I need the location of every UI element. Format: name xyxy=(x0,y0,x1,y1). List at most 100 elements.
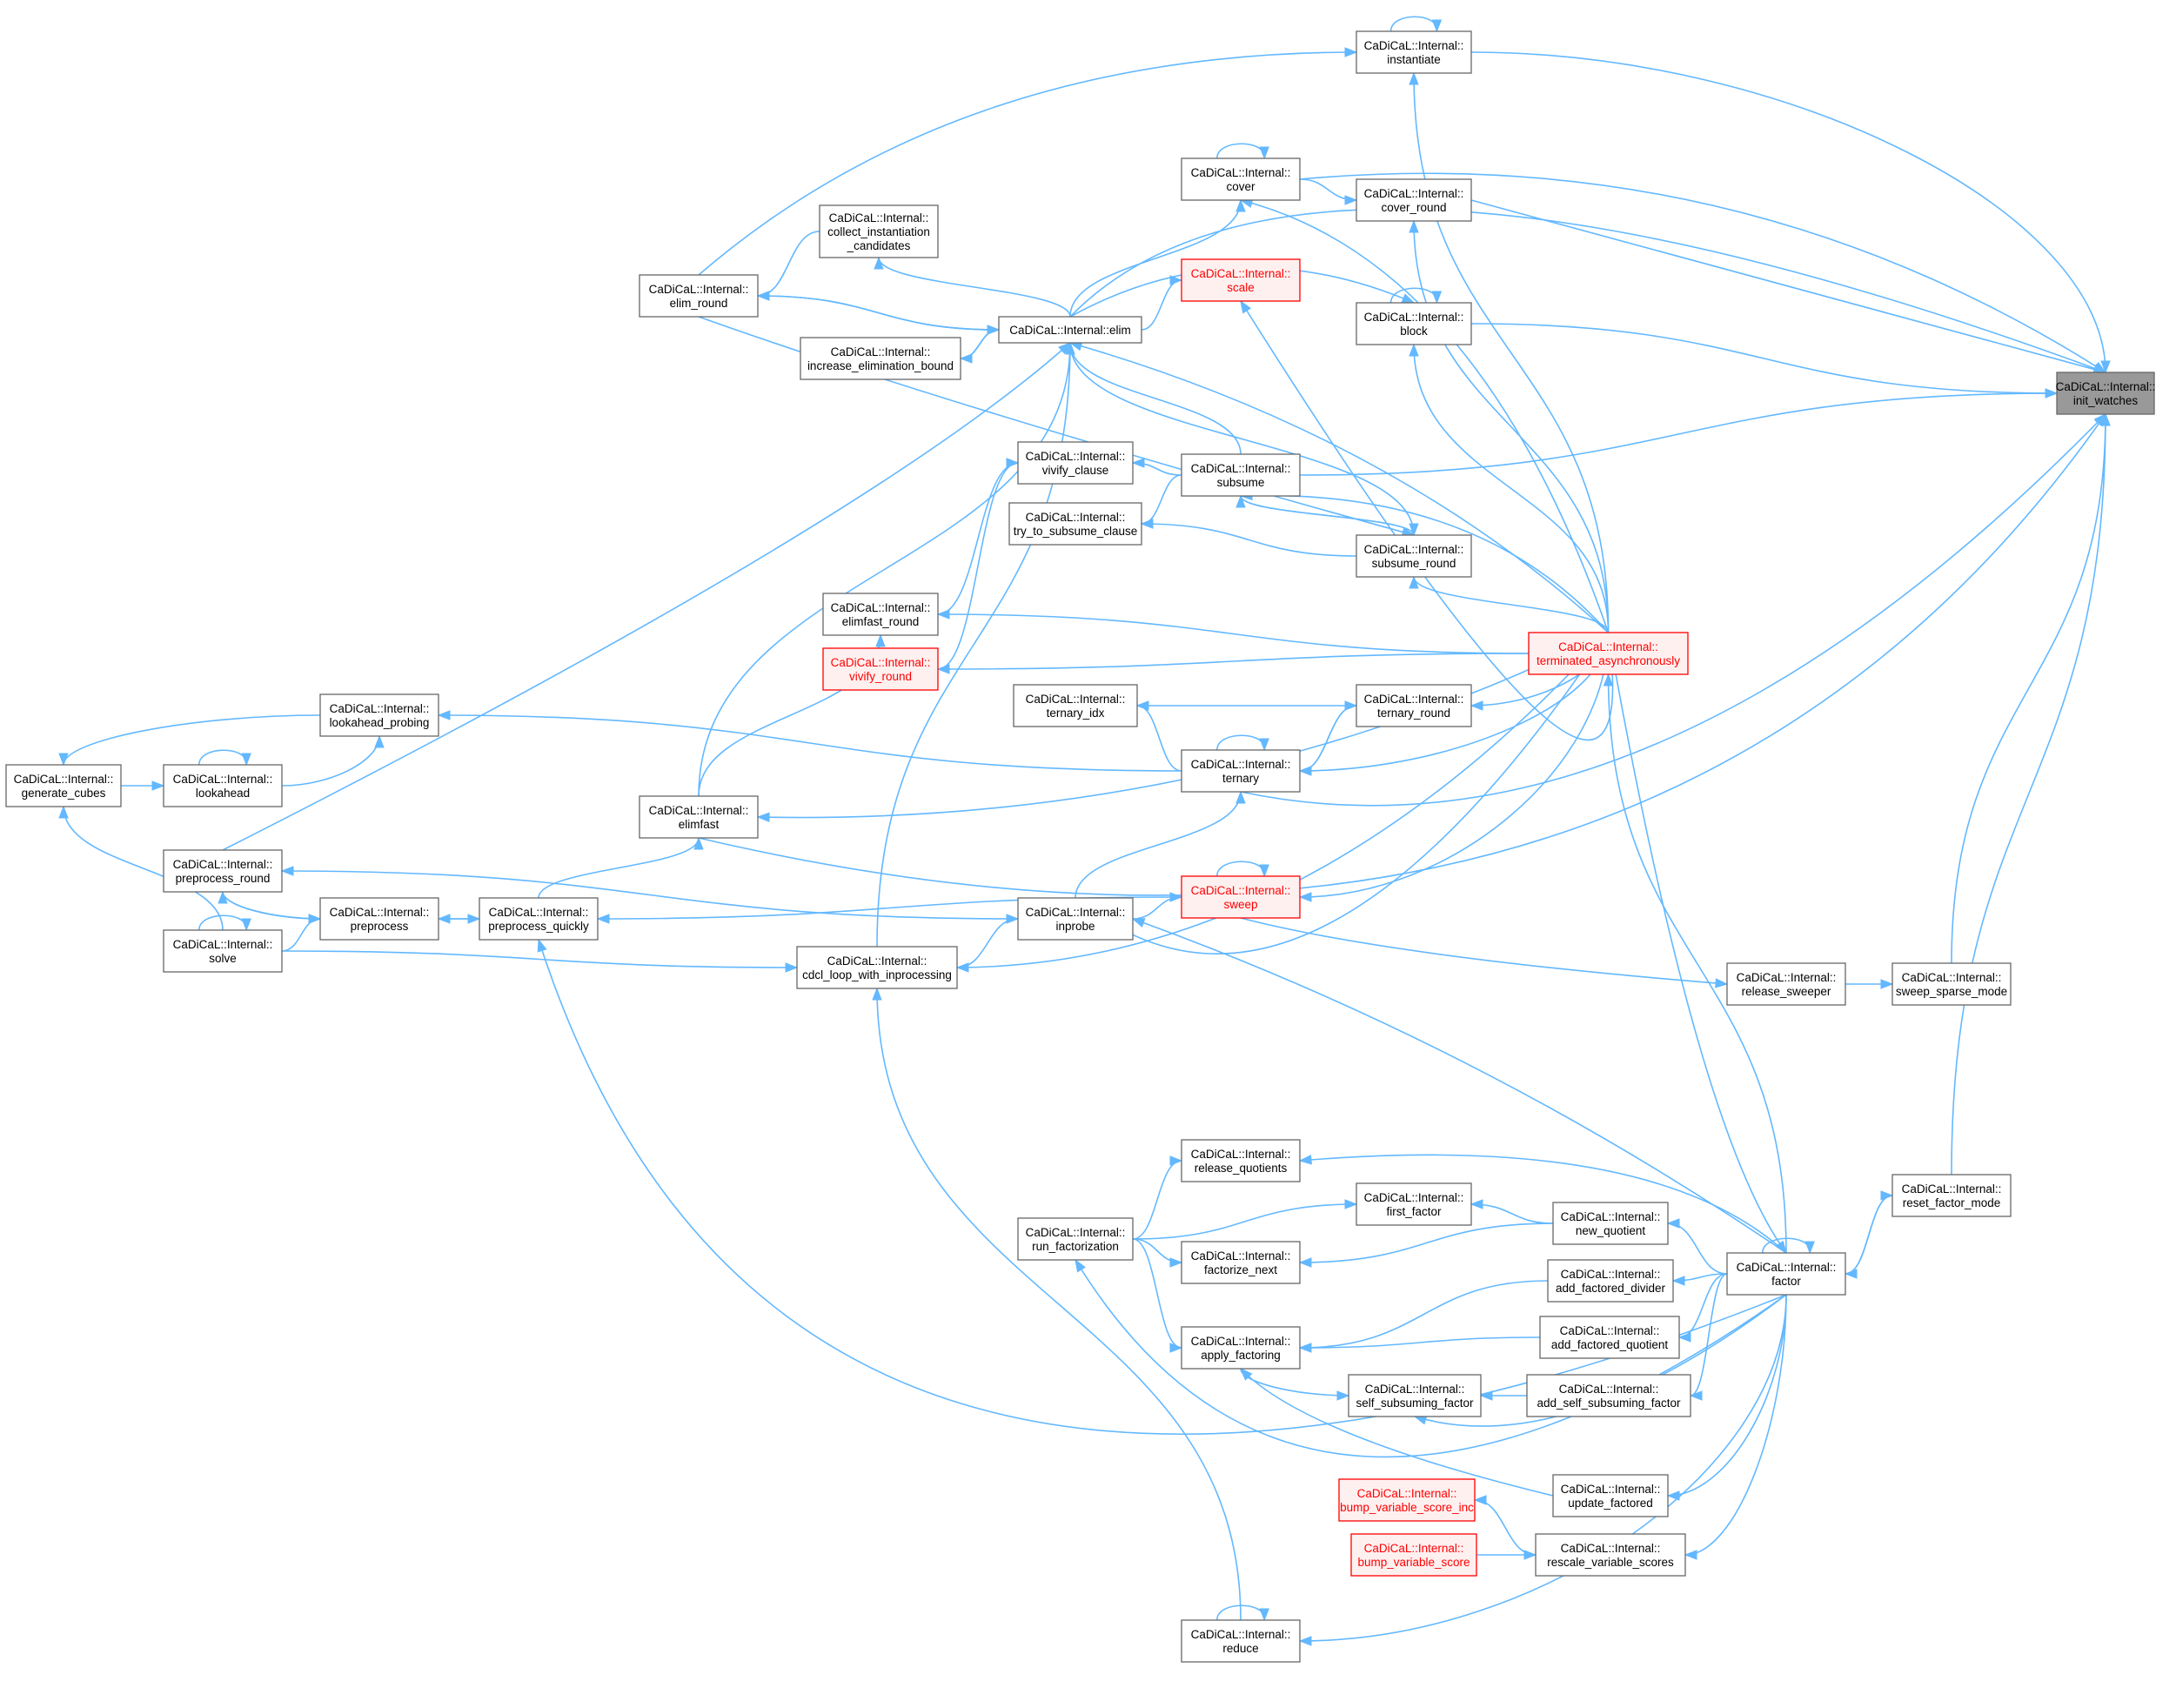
arrowhead xyxy=(596,914,610,924)
graph-node-inprobe[interactable]: CaDiCaL::Internal::inprobe xyxy=(1017,897,1134,941)
graph-node-reduce[interactable]: CaDiCaL::Internal::reduce xyxy=(1181,1619,1301,1663)
graph-node-scale[interactable]: CaDiCaL::Internal::scale xyxy=(1181,258,1301,302)
graph-node-solve[interactable]: CaDiCaL::Internal::solve xyxy=(163,929,283,973)
arrowhead xyxy=(1058,342,1072,355)
graph-node-sweep[interactable]: CaDiCaL::Internal::sweep xyxy=(1181,875,1301,919)
graph-node-rescale[interactable]: CaDiCaL::Internal::rescale_variable_scor… xyxy=(1535,1533,1686,1577)
node-box xyxy=(1547,1259,1674,1303)
node-box xyxy=(639,274,759,318)
node-label-line: CaDiCaL::Internal:: xyxy=(1737,1261,1837,1274)
node-label-line: ternary_round xyxy=(1377,707,1450,720)
node-label-line: CaDiCaL::Internal:: xyxy=(1561,1542,1661,1555)
node-label-line: release_quotients xyxy=(1195,1162,1288,1175)
call-edge-lookahead-to-lookahead xyxy=(198,749,251,767)
node-label-line: instantiate xyxy=(1387,53,1441,66)
graph-node-cover-round[interactable]: CaDiCaL::Internal::cover_round xyxy=(1356,178,1472,222)
arrowhead xyxy=(241,918,251,932)
arrowhead xyxy=(1135,700,1149,711)
node-box xyxy=(1356,1182,1472,1226)
graph-node-ternary[interactable]: CaDiCaL::Internal::ternary xyxy=(1181,749,1301,793)
call-edge-cover-to-cover_round xyxy=(1299,178,1358,205)
arrowhead xyxy=(1666,1490,1680,1501)
call-edge-run_factorization-to-apply_factoring xyxy=(1132,1238,1183,1353)
call-edge-vivify_round-to-vivify_clause xyxy=(937,458,1020,670)
graph-node-vivify-round[interactable]: CaDiCaL::Internal::vivify_round xyxy=(822,647,939,691)
graph-node-cover[interactable]: CaDiCaL::Internal::cover xyxy=(1181,157,1301,201)
arrowhead xyxy=(1240,299,1252,314)
arrowhead xyxy=(280,866,294,876)
graph-node-first-factor[interactable]: CaDiCaL::Internal::first_factor xyxy=(1356,1182,1472,1226)
graph-node-elim[interactable]: CaDiCaL::Internal::elim xyxy=(998,316,1142,344)
graph-node-try-subsume[interactable]: CaDiCaL::Internal::try_to_subsume_clause xyxy=(1008,502,1142,546)
arrowhead xyxy=(1470,1199,1483,1209)
graph-node-subsume-round[interactable]: CaDiCaL::Internal::subsume_round xyxy=(1356,534,1472,578)
node-label-line: CaDiCaL::Internal::elim xyxy=(1009,324,1131,337)
call-edge-factor-to-add_factored_quotient xyxy=(1677,1273,1728,1343)
graph-node-factor[interactable]: CaDiCaL::Internal::factor xyxy=(1726,1252,1846,1296)
node-box xyxy=(1726,1252,1846,1296)
graph-node-elim-round[interactable]: CaDiCaL::Internal::elim_round xyxy=(639,274,759,318)
arrowhead xyxy=(1006,914,1020,924)
graph-node-cdcl-loop[interactable]: CaDiCaL::Internal::cdcl_loop_with_inproc… xyxy=(796,946,958,989)
graph-node-bump-inc[interactable]: CaDiCaL::Internal::bump_variable_score_i… xyxy=(1338,1478,1476,1522)
graph-node-lookahead[interactable]: CaDiCaL::Internal::lookahead xyxy=(163,764,283,807)
graph-node-preprocess[interactable]: CaDiCaL::Internal::preprocess xyxy=(319,897,439,941)
node-label-line: CaDiCaL::Internal:: xyxy=(1026,906,1126,919)
call-edge-factor-to-reduce xyxy=(1298,1294,1787,1646)
graph-node-init-watches[interactable]: CaDiCaL::Internal::init_watches xyxy=(2056,372,2156,415)
graph-node-release-sweeper[interactable]: CaDiCaL::Internal::release_sweeper xyxy=(1726,962,1846,1006)
graph-node-preprocess-round[interactable]: CaDiCaL::Internal::preprocess_round xyxy=(163,849,283,893)
graph-node-release-quotients[interactable]: CaDiCaL::Internal::release_quotients xyxy=(1181,1139,1301,1182)
call-edge-preprocess_round-to-elim xyxy=(222,342,1072,851)
graph-node-new-quotient[interactable]: CaDiCaL::Internal::new_quotient xyxy=(1552,1202,1669,1245)
graph-node-collect-inst[interactable]: CaDiCaL::Internal::collect_instantiation… xyxy=(819,204,939,258)
graph-node-elimfast-round[interactable]: CaDiCaL::Internal::elimfast_round xyxy=(822,593,939,636)
node-label-line: self_subsuming_factor xyxy=(1356,1397,1474,1410)
node-box xyxy=(1891,962,2012,1006)
node-box xyxy=(163,849,283,893)
arrowhead xyxy=(1006,458,1020,468)
arrowhead xyxy=(1344,195,1358,205)
call-edge-instantiate-to-init_watches xyxy=(1470,51,2111,374)
node-label-line: bump_variable_score xyxy=(1357,1556,1470,1569)
graph-node-ternary-idx[interactable]: CaDiCaL::Internal::ternary_idx xyxy=(1013,684,1138,727)
arrowhead xyxy=(1169,1155,1183,1166)
graph-node-apply-factoring[interactable]: CaDiCaL::Internal::apply_factoring xyxy=(1181,1326,1301,1370)
graph-node-sweep-sparse-mode[interactable]: CaDiCaL::Internal::sweep_sparse_mode xyxy=(1891,962,2012,1006)
graph-node-update-factored[interactable]: CaDiCaL::Internal::update_factored xyxy=(1552,1474,1669,1517)
graph-node-subsume[interactable]: CaDiCaL::Internal::subsume xyxy=(1181,453,1301,497)
graph-node-term-async[interactable]: CaDiCaL::Internal::terminated_asynchrono… xyxy=(1528,632,1689,675)
graph-node-run-factorization[interactable]: CaDiCaL::Internal::run_factorization xyxy=(1017,1217,1134,1261)
call-edge-factor-to-release_quotients xyxy=(1298,1154,1787,1254)
graph-node-preprocess-quickly[interactable]: CaDiCaL::Internal::preprocess_quickly xyxy=(479,897,599,941)
graph-node-generate-cubes[interactable]: CaDiCaL::Internal::generate_cubes xyxy=(5,764,122,807)
graph-node-bump-score[interactable]: CaDiCaL::Internal::bump_variable_score xyxy=(1350,1533,1477,1577)
node-box xyxy=(1539,1316,1680,1359)
graph-node-incr-elim[interactable]: CaDiCaL::Internal::increase_elimination_… xyxy=(800,337,961,380)
graph-node-self-subsuming-factor[interactable]: CaDiCaL::Internal::self_subsuming_factor xyxy=(1348,1374,1482,1417)
graph-node-factorize-next[interactable]: CaDiCaL::Internal::factorize_next xyxy=(1181,1241,1301,1284)
graph-node-instantiate[interactable]: CaDiCaL::Internal::instantiate xyxy=(1356,30,1472,74)
graph-node-reset-factor-mode[interactable]: CaDiCaL::Internal::reset_factor_mode xyxy=(1891,1174,2012,1217)
graph-node-vivify-clause[interactable]: CaDiCaL::Internal::vivify_clause xyxy=(1017,441,1134,485)
node-label-line: preprocess_quickly xyxy=(488,920,589,933)
node-box xyxy=(1181,258,1301,302)
node-label-line: sweep xyxy=(1223,898,1257,911)
node-label-line: CaDiCaL::Internal:: xyxy=(14,773,114,786)
call-edge-cover_round-to-init_watches xyxy=(1470,199,2107,374)
arrowhead xyxy=(2045,388,2059,399)
arrowhead xyxy=(1131,918,1146,928)
graph-node-block[interactable]: CaDiCaL::Internal::block xyxy=(1356,302,1472,345)
graph-node-add-factored-quotient[interactable]: CaDiCaL::Internal::add_factored_quotient xyxy=(1539,1316,1680,1359)
call-edge-inprobe-to-ternary xyxy=(1075,790,1246,899)
graph-node-ternary-round[interactable]: CaDiCaL::Internal::ternary_round xyxy=(1356,684,1472,727)
call-edge-sweep-to-sweep xyxy=(1216,861,1269,878)
arrowhead xyxy=(872,987,882,1001)
node-label-line: solve xyxy=(209,952,237,965)
graph-node-add-factored-divider[interactable]: CaDiCaL::Internal::add_factored_divider xyxy=(1547,1259,1674,1303)
arrowhead xyxy=(1409,219,1419,233)
graph-node-elimfast[interactable]: CaDiCaL::Internal::elimfast xyxy=(639,795,759,839)
graph-node-lookahead-probing[interactable]: CaDiCaL::Internal::lookahead_probing xyxy=(319,693,439,737)
node-label-line: CaDiCaL::Internal:: xyxy=(330,906,430,919)
graph-node-add-self-subsuming-factor[interactable]: CaDiCaL::Internal::add_self_subsuming_fa… xyxy=(1526,1374,1691,1417)
